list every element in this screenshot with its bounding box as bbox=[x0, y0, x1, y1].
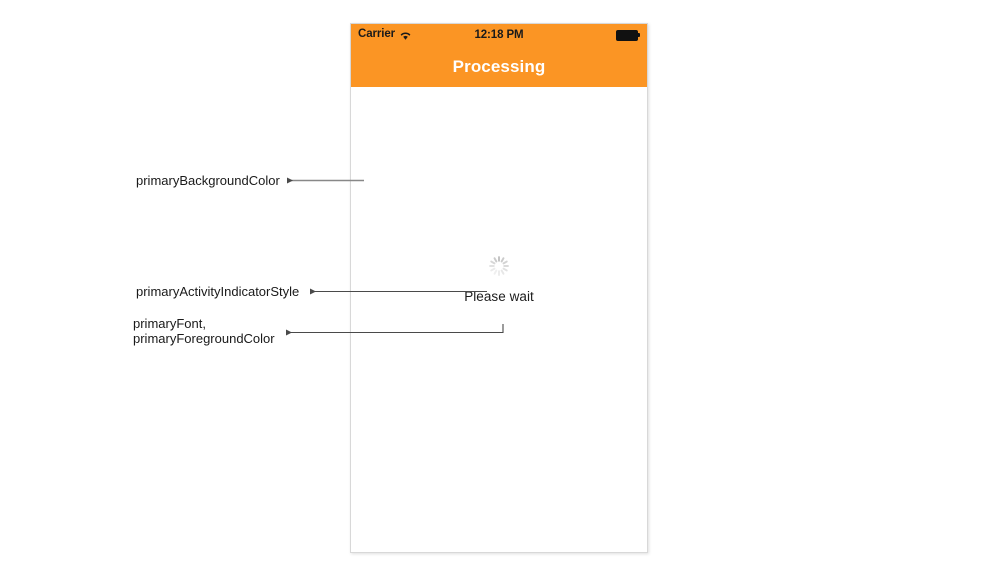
phone-mockup: Carrier 12:18 PM Processing bbox=[350, 23, 648, 553]
screen-content: Please wait bbox=[351, 87, 647, 552]
battery-full-icon bbox=[616, 29, 640, 41]
status-bar-right bbox=[616, 29, 640, 41]
annotation-primary-font-foreground-color: primaryFont, primaryForegroundColor bbox=[133, 316, 275, 346]
annotation-primary-background-color: primaryBackgroundColor bbox=[136, 173, 280, 188]
status-bar-left: Carrier bbox=[358, 29, 412, 41]
annotation-primary-activity-indicator-style: primaryActivityIndicatorStyle bbox=[136, 284, 300, 299]
activity-indicator-spinner-icon bbox=[488, 255, 510, 277]
hud-status-label: Please wait bbox=[464, 289, 534, 304]
navigation-bar: Processing bbox=[351, 46, 647, 87]
carrier-label: Carrier bbox=[358, 28, 396, 41]
progress-hud: Please wait bbox=[351, 255, 647, 304]
page-title: Processing bbox=[452, 56, 546, 76]
status-bar: Carrier 12:18 PM bbox=[351, 24, 647, 46]
wifi-icon bbox=[399, 30, 412, 41]
